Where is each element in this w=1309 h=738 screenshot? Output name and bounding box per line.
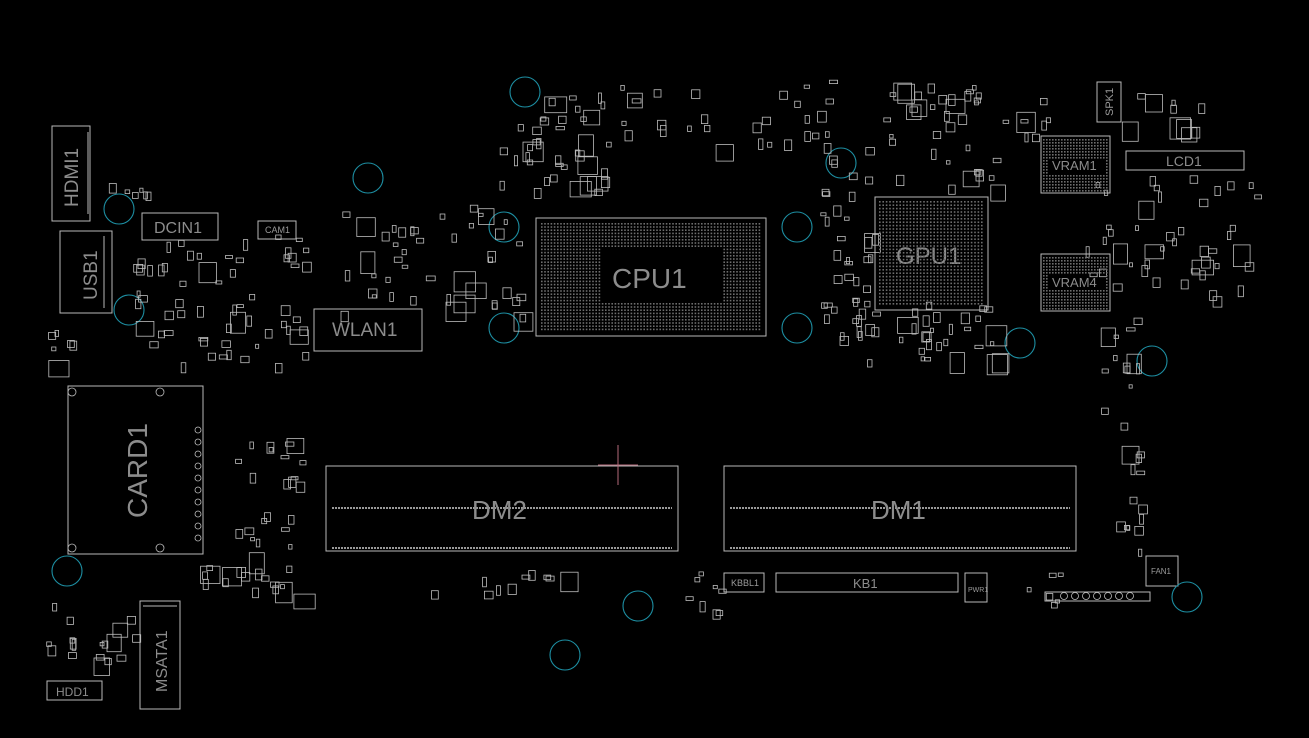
vram1-chip[interactable]: VRAM1 <box>1040 135 1111 194</box>
crosshair-cursor-icon <box>598 445 638 485</box>
dimm-slot-dm2[interactable]: DM2 <box>325 465 679 552</box>
power-button-connector[interactable]: PWR1 <box>964 572 988 603</box>
card-reader-pins <box>194 426 202 542</box>
cpu-label: CPU1 <box>612 263 687 294</box>
vram4-label: VRAM4 <box>1052 275 1097 290</box>
keyboard-backlight-connector[interactable]: KBBL1 <box>723 572 765 593</box>
bga-pads <box>541 139 1108 331</box>
mounting-holes <box>51 76 1203 671</box>
speaker-connector[interactable]: SPK1 <box>1096 81 1122 123</box>
vram4-chip[interactable]: VRAM4 <box>1040 253 1111 312</box>
cam-label: CAM1 <box>265 225 290 235</box>
card-label: CARD1 <box>122 423 153 518</box>
hdmi-connector[interactable]: HDMI1 <box>51 125 91 222</box>
hdd-label: HDD1 <box>56 685 89 699</box>
lcd-connector[interactable]: LCD1 <box>1125 150 1245 171</box>
hdd-connector[interactable]: HDD1 <box>46 680 103 701</box>
kb-label: KB1 <box>853 576 878 591</box>
wlan-connector[interactable]: WLAN1 <box>313 308 423 352</box>
dcin-label: DCIN1 <box>154 220 202 237</box>
usb-label: USB1 <box>81 250 102 300</box>
vram1-label: VRAM1 <box>1052 158 1097 173</box>
keyboard-connector[interactable]: KB1 <box>775 572 959 593</box>
card-reader[interactable]: CARD1 <box>67 385 204 555</box>
battery-connector[interactable] <box>1044 591 1151 602</box>
cpu-socket[interactable]: CPU1 <box>535 217 767 337</box>
pwr-label: PWR1 <box>968 587 988 594</box>
camera-connector[interactable]: CAM1 <box>257 220 297 240</box>
smd-components <box>46 79 1262 676</box>
spk-label: SPK1 <box>1104 88 1116 116</box>
lcd-label: LCD1 <box>1166 153 1202 169</box>
dimm-slot-dm1[interactable]: DM1 <box>723 465 1077 552</box>
hdmi-label: HDMI1 <box>62 148 83 207</box>
dm1-label: DM1 <box>871 495 926 525</box>
fan-connector[interactable]: FAN1 <box>1145 555 1179 587</box>
wlan-label: WLAN1 <box>332 320 397 341</box>
usb-connector[interactable]: USB1 <box>59 230 113 314</box>
gpu-chip[interactable]: GPU1 <box>874 196 989 311</box>
msata-label: MSATA1 <box>154 630 171 692</box>
kbbl-label: KBBL1 <box>731 578 759 588</box>
fan-label: FAN1 <box>1151 567 1172 576</box>
msata-connector[interactable]: MSATA1 <box>139 600 181 710</box>
dm2-label: DM2 <box>472 495 527 525</box>
